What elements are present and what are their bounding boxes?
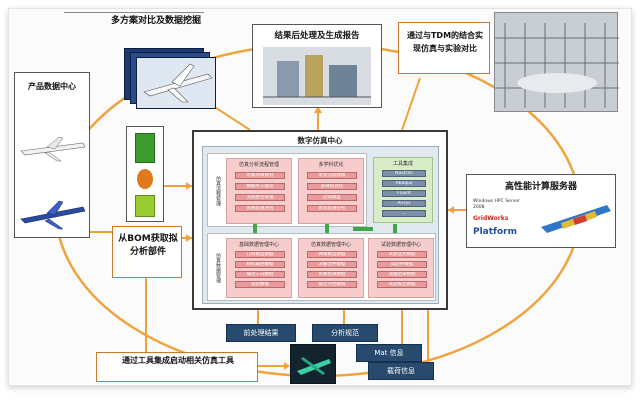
hpc-box: 高性能计算服务器 Windows HPC Server 2008 GridWor… [466,174,616,248]
product-data-box: 产品数据中心 [14,72,90,238]
group-title: 工具集成 [392,161,413,167]
postprocess-box: 结果后处理及生成报告 [252,24,382,108]
hub-inner-panel: 仿真流程管理 仿真分析流程管理 仿真项目规划 数据导入规范 流程整合管理 仿真结… [202,146,439,304]
group-item: 多目标优化 [307,183,357,190]
arrowhead-hub-left [186,234,192,242]
load-info-button[interactable]: 载荷信息 [368,362,434,380]
group-item: 仿真结果评估 [235,205,285,212]
hub-title: 数字仿真中心 [297,136,343,145]
tool-launch-box: 通过工具集成启动相关仿真工具 [96,352,258,382]
group-item: 仿真结果数据 [307,271,357,278]
group-test-data: 试验数据管理中心 试验任务数据 试验件数据 测量结果数据 试验报告数据 [368,238,434,298]
mat-info-button[interactable]: Mat 信息 [356,344,422,362]
group-title: 仿真数据管理中心 [310,242,351,248]
arrowhead-mid [186,182,192,190]
tool-item: Abaqus [382,180,426,187]
group-item: 报告文档数据 [307,281,357,288]
multi-scheme-rule [64,12,204,13]
data-mgmt-panel: 仿真数据管理 基础数据管理中心 几何模型数据 材料属性数据 载荷工况数据 试验数… [207,233,436,301]
digital-simulation-center: 数字仿真中心 仿真流程管理 仿真分析流程管理 仿真项目规划 数据导入规范 流程整… [192,130,448,310]
group-title: 多学科优化 [318,162,344,168]
group-item: 近似模型 [307,194,357,201]
group-item: 优化流程建模 [307,172,357,179]
hangar-photo [494,12,619,112]
arrow-tdm-to-hub [401,77,421,131]
group-title: 仿真分析流程管理 [238,162,279,168]
group-item: 试验报告数据 [377,281,427,288]
group-connectors [253,224,397,234]
group-sim-data: 仿真数据管理中心 网格模型数据 求解文件数据 仿真结果数据 报告文档数据 [298,238,364,298]
group-item: 载荷工况数据 [235,271,285,278]
data-mgmt-sidebar: 仿真数据管理 [215,253,221,283]
group-item: 流程整合管理 [235,194,285,201]
group-item: 求解文件数据 [307,261,357,268]
arrowhead-hub-right [448,206,454,214]
tdm-box: 通过与TDM的结合实现仿真与实验对比 [398,22,490,74]
group-item: 试验件数据 [377,261,427,268]
hpc-label: 高性能计算服务器 [504,182,577,192]
tool-image [290,344,336,384]
component-strip [126,126,164,222]
tool-item: Ansys [382,200,426,207]
tool-launch-label: 通过工具集成启动相关仿真工具 [122,356,234,365]
wing-model-icon [541,205,611,233]
group-item: 试验数据 [235,281,285,288]
tdm-label: 通过与TDM的结合实现仿真与实验对比 [406,31,484,53]
preprocess-result-button[interactable]: 前处理结果 [226,324,296,342]
flow-mgmt-sidebar: 仿真流程管理 [215,176,221,206]
tool-item: Fluent [382,190,426,197]
component-part-1 [135,133,155,163]
component-part-3 [135,195,155,217]
group-item: 网格模型数据 [307,251,357,258]
airplane-render-icon [143,63,213,103]
group-item: 测量结果数据 [377,271,427,278]
group-item: 优化结果分析 [307,205,357,212]
tool-item: Nastran [382,170,426,177]
analysis-spec-button[interactable]: 分析规范 [312,324,378,342]
arrowhead-post [314,106,322,113]
tool-item: … [382,210,426,217]
structure-render-icon [263,47,371,105]
component-part-2 [137,169,153,189]
hpc-logo-platform: Platform [473,227,517,237]
multi-scheme-label: 多方案对比及数据挖掘 [110,16,201,26]
bom-label: 从BOM获取拟分析部件 [118,234,178,257]
airliner-white-icon [20,136,86,162]
group-title: 试验数据管理中心 [380,242,421,248]
group-item: 材料属性数据 [235,261,285,268]
group-base-data: 基础数据管理中心 几何模型数据 材料属性数据 载荷工况数据 试验数据 [226,238,292,298]
group-item: 数据导入规范 [235,183,285,190]
arrow-hub-to-images [209,103,251,131]
multi-scheme-screens [124,48,216,110]
airliner-blue-icon [20,200,86,230]
group-sim-flow: 仿真分析流程管理 仿真项目规划 数据导入规范 流程整合管理 仿真结果评估 [226,158,292,224]
bom-box: 从BOM获取拟分析部件 [112,226,182,278]
group-item: 试验任务数据 [377,251,427,258]
arrowhead-dark [284,362,290,370]
hangar-structure-icon [495,23,619,108]
group-item: 几何模型数据 [235,251,285,258]
postprocess-label: 结果后处理及生成报告 [274,31,360,41]
hpc-logo-windows: Windows HPC Server 2008 [473,199,520,210]
airfoil-model-icon [297,357,331,375]
flow-mgmt-panel: 仿真流程管理 仿真分析流程管理 仿真项目规划 数据导入规范 流程整合管理 仿真结… [207,153,367,227]
group-title: 基础数据管理中心 [238,242,279,248]
hpc-logo-gridworks: GridWorks [473,215,509,222]
group-tools: 工具集成 Nastran Abaqus Fluent Ansys … [373,157,433,223]
group-mdo: 多学科优化 优化流程建模 多目标优化 近似模型 优化结果分析 [298,158,364,224]
group-item: 仿真项目规划 [235,172,285,179]
product-data-label: 产品数据中心 [28,82,76,91]
